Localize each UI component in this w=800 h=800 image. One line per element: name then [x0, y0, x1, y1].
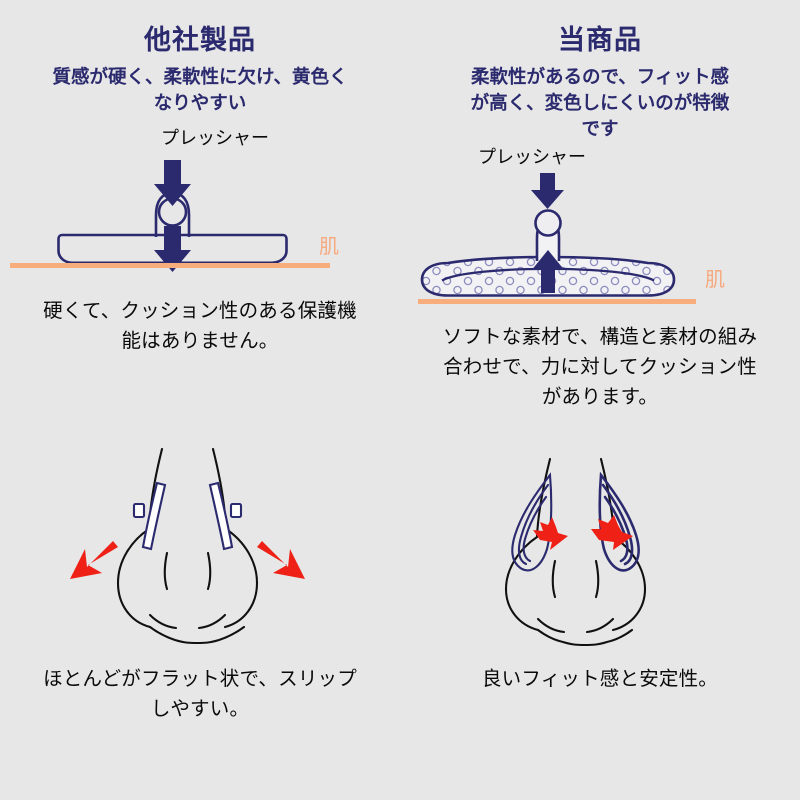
- column-our-product-nose: 良いフィット感と安定性。: [400, 437, 800, 723]
- nose-outline-right: [504, 458, 647, 647]
- diagram-other-company: プレッシャー: [0, 117, 400, 282]
- nose-pad-flat-left: [132, 482, 167, 551]
- nose-pad-flat-right: [208, 482, 243, 551]
- caption-our-product-bottom: 良いフィット感と安定性。: [481, 667, 718, 691]
- nose-diagram-flat-pads: [0, 437, 400, 652]
- heading-our-product: 当商品: [558, 25, 642, 56]
- heading-other-company: 他社製品: [144, 25, 256, 56]
- caption-other-company-top: 硬くて、クッション性のある保護機能はありません。: [43, 299, 357, 352]
- skin-surface-line-right: [418, 299, 696, 305]
- device-flat-outline: [57, 191, 288, 265]
- nose-diagram-curved-pads: [400, 437, 800, 652]
- caption-our-product-top: ソフトな素材で、構造と素材の組み合わせで、力に対してクッション性があります。: [442, 325, 758, 408]
- pressure-label-left: プレッシャー: [161, 128, 269, 149]
- grip-arrow-left: [533, 517, 568, 551]
- subheading-other-company: 質感が硬く、柔軟性に欠け、黄色くなりやすい: [52, 66, 348, 114]
- skin-surface-line-left: [10, 263, 330, 269]
- pressure-label-right: プレッシャー: [478, 147, 586, 168]
- section-divider-space: [0, 411, 800, 437]
- column-other-company-nose: ほとんどがフラット状で、スリップしやすい。: [0, 437, 400, 723]
- diagram-our-product: プレッシャー: [400, 143, 800, 308]
- grip-arrow-right: [591, 515, 633, 551]
- pressure-arrow-down-right: [531, 173, 564, 210]
- bottom-comparison-row: ほとんどがフラット状で、スリップしやすい。: [0, 437, 800, 723]
- skin-label-right: 肌: [705, 267, 725, 291]
- slip-arrow-right: [257, 541, 305, 580]
- top-comparison-row: 他社製品 質感が硬く、柔軟性に欠け、黄色くなりやすい プレッシャー: [0, 0, 800, 411]
- nose-outline-left: [116, 448, 259, 645]
- device-arrow-up-right: [532, 250, 564, 294]
- device-arrow-down-left: [154, 226, 191, 273]
- column-other-company: 他社製品 質感が硬く、柔軟性に欠け、黄色くなりやすい プレッシャー: [0, 0, 400, 411]
- skin-label-left: 肌: [319, 234, 339, 258]
- subheading-our-product: 柔軟性があるので、フィット感が高く、変色しにくいのが特徴です: [470, 66, 730, 141]
- slip-arrow-left: [70, 541, 118, 580]
- caption-other-company-bottom: ほとんどがフラット状で、スリップしやすい。: [43, 667, 357, 720]
- column-our-product: 当商品 柔軟性があるので、フィット感が高く、変色しにくいのが特徴です プ: [400, 0, 800, 411]
